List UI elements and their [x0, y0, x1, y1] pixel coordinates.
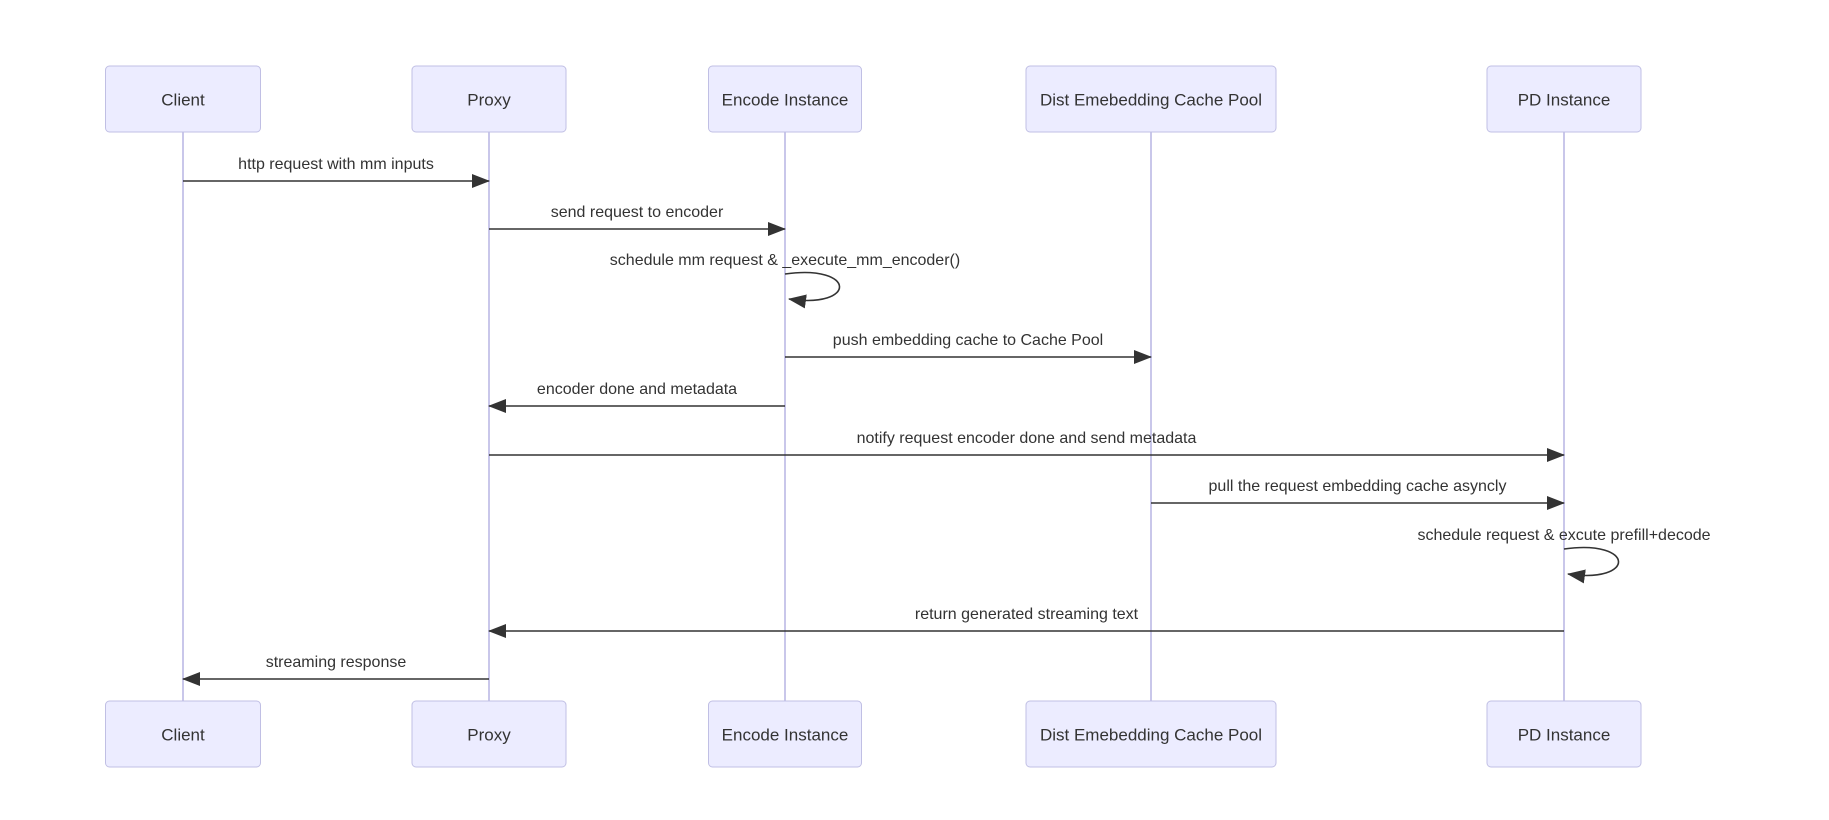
message-label: encoder done and metadata	[537, 381, 737, 398]
actor-label: Proxy	[467, 91, 511, 110]
actor-box	[1025, 700, 1277, 768]
actor-top-pd: PD Instance	[1486, 65, 1642, 133]
message-label: http request with mm inputs	[238, 156, 434, 173]
actor-box	[708, 65, 862, 133]
message-1: http request with mm inputs	[183, 156, 490, 188]
actor-box	[411, 65, 567, 133]
self-loop-arrow	[1563, 546, 1620, 584]
message-label: streaming response	[266, 654, 407, 671]
message-label: return generated streaming text	[915, 606, 1139, 623]
message-label: pull the request embedding cache asyncly	[1209, 478, 1507, 495]
actor-top-proxy: Proxy	[411, 65, 567, 133]
actor-top-encode: Encode Instance	[708, 65, 862, 133]
message-8: schedule request & excute prefill+decode	[1417, 527, 1711, 584]
actor-box	[105, 65, 261, 133]
actor-label: Encode Instance	[722, 726, 849, 745]
self-loop-arrow	[784, 271, 841, 309]
message-label: schedule mm request & _execute_mm_encode…	[610, 252, 960, 269]
actor-bottom-proxy: Proxy	[411, 700, 567, 768]
message-9: return generated streaming text	[488, 606, 1564, 638]
actor-box	[1486, 700, 1642, 768]
actor-label: Encode Instance	[722, 91, 849, 110]
actor-label: Client	[161, 91, 205, 110]
message-7: pull the request embedding cache asyncly	[1151, 478, 1565, 510]
actor-label: PD Instance	[1518, 726, 1611, 745]
actor-box	[1486, 65, 1642, 133]
actor-top-client: Client	[105, 65, 261, 133]
message-10: streaming response	[182, 654, 489, 686]
message-6: notify request encoder done and send met…	[489, 430, 1565, 462]
actor-box	[1025, 65, 1277, 133]
actor-box	[708, 700, 862, 768]
message-label: notify request encoder done and send met…	[857, 430, 1197, 447]
actor-label: Dist Emebedding Cache Pool	[1040, 726, 1262, 745]
actor-top-cachepool: Dist Emebedding Cache Pool	[1025, 65, 1277, 133]
actor-label: Dist Emebedding Cache Pool	[1040, 91, 1262, 110]
actor-bottom-client: Client	[105, 700, 261, 768]
message-label: schedule request & excute prefill+decode	[1417, 527, 1710, 544]
message-label: send request to encoder	[551, 204, 724, 221]
actor-box	[105, 700, 261, 768]
message-label: push embedding cache to Cache Pool	[833, 332, 1103, 349]
actor-box	[411, 700, 567, 768]
message-2: send request to encoder	[489, 204, 786, 236]
actor-bottom-encode: Encode Instance	[708, 700, 862, 768]
actor-label: Client	[161, 726, 205, 745]
message-3: schedule mm request & _execute_mm_encode…	[610, 252, 960, 309]
actor-label: PD Instance	[1518, 91, 1611, 110]
actor-label: Proxy	[467, 726, 511, 745]
message-4: push embedding cache to Cache Pool	[785, 332, 1152, 364]
actor-bottom-pd: PD Instance	[1486, 700, 1642, 768]
actor-bottom-cachepool: Dist Emebedding Cache Pool	[1025, 700, 1277, 768]
message-5: encoder done and metadata	[488, 381, 785, 413]
